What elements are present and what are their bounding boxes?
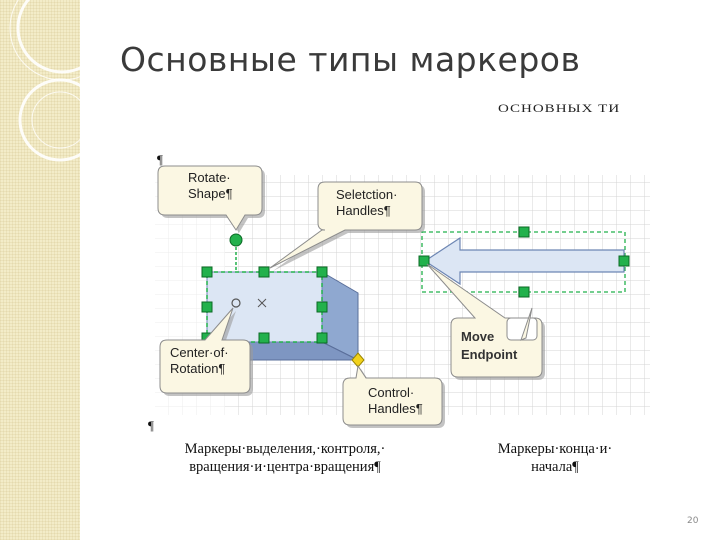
center-of-rotation-label: Center·of· Rotation¶ xyxy=(170,345,229,376)
move-endpoint-label: Move Endpoint xyxy=(461,329,518,362)
pilcrow-bottom: ¶ xyxy=(148,418,154,433)
callout-rotate-shape xyxy=(157,165,265,233)
selection-handles-label: Seletction· Handles¶ xyxy=(336,187,398,218)
cropped-heading-fragment: ОСНОВНЫХ ТИ xyxy=(498,103,621,114)
selection-handle-nw[interactable] xyxy=(201,266,213,278)
slide-title: Основные типы маркеров xyxy=(120,40,581,79)
arrow-end-endpoint[interactable] xyxy=(618,255,630,267)
selection-handle-ne[interactable] xyxy=(316,266,328,278)
caption-left: Маркеры·выделения,·контроля,· вращения·и… xyxy=(184,441,386,475)
selection-handle-w[interactable] xyxy=(201,301,213,313)
selection-handle-e[interactable] xyxy=(316,301,328,313)
control-handles-label: Control· Handles¶ xyxy=(368,385,423,416)
decorative-sidebar xyxy=(0,0,80,540)
caption-right: Маркеры·конца·и· начала¶ xyxy=(497,441,613,475)
callout-control-handles xyxy=(342,364,445,428)
arrow-handles[interactable] xyxy=(418,226,630,298)
selection-handle-n[interactable] xyxy=(258,266,270,278)
callout-center-of-rotation xyxy=(159,307,253,396)
arrow-handle-bottom[interactable] xyxy=(518,286,530,298)
selection-handle-s[interactable] xyxy=(258,332,270,344)
callout-move-endpoint xyxy=(426,263,545,380)
page-number: 20 xyxy=(687,516,699,526)
arrow-begin-endpoint[interactable] xyxy=(418,255,430,267)
center-of-rotation-icon xyxy=(231,298,241,308)
arrow-handle-top[interactable] xyxy=(518,226,530,238)
decorative-circles xyxy=(9,0,115,162)
selection-handle-se[interactable] xyxy=(316,332,328,344)
pilcrow-top: ¶ xyxy=(157,152,163,167)
rotate-handle[interactable] xyxy=(229,233,243,247)
callout-selection-handles xyxy=(269,181,425,271)
rotate-shape-label: Rotate· Shape¶ xyxy=(188,170,233,201)
